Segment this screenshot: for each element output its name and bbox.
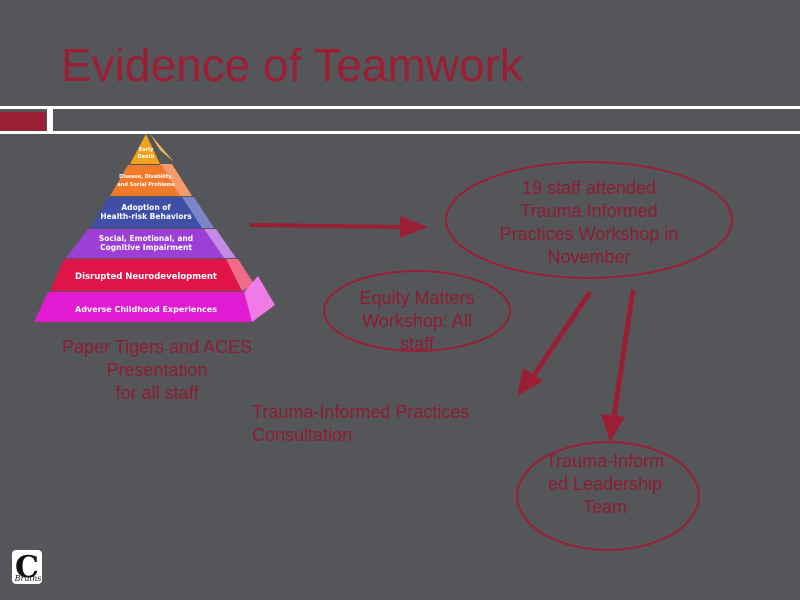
logo-letter: C	[15, 550, 39, 585]
pyramid-label-2a: Disease, Disability,	[119, 174, 173, 180]
leadership-line-1: Trauma-Inform	[545, 451, 665, 471]
pyramid-level-1	[130, 134, 160, 164]
pyramid-label-4b: Cognitive Impairment	[100, 243, 192, 252]
equity-line-2: Workshop: All	[362, 311, 472, 331]
paper-tigers-line-1: Paper Tigers and ACES	[61, 337, 253, 357]
paper-tigers-label: Paper Tigers and ACES Presentation for a…	[42, 336, 272, 405]
arrow-to-workshop	[249, 216, 428, 238]
pyramid-label-4a: Social, Emotional, and	[99, 234, 193, 243]
pyramid-side-6	[244, 276, 275, 322]
workshop-label: 19 staff attended Trauma Informed Practi…	[470, 177, 708, 269]
pyramid-side-2	[160, 164, 192, 196]
pyramid-label-3b: Health-risk Behaviors	[100, 212, 192, 221]
pyramid-level-2	[110, 165, 180, 196]
divider-accent-block	[0, 112, 46, 132]
paper-tigers-line-2: Presentation	[106, 360, 208, 380]
oval-leadership	[516, 441, 700, 551]
consultation-line-1: Trauma-Informed Practices	[252, 402, 470, 422]
consultation-line-2: Consultation	[252, 425, 353, 445]
equity-label: Equity Matters Workshop: All staff	[337, 287, 497, 356]
aces-pyramid: Early Death Disease, Disability, and Soc…	[34, 134, 275, 322]
pyramid-side-5	[226, 259, 254, 291]
pyramid-level-6	[34, 292, 252, 322]
pyramid-side-3	[182, 197, 214, 228]
pyramid-level-5	[50, 259, 242, 291]
divider-line-top	[0, 106, 800, 109]
workshop-line-1: 19 staff attended	[522, 178, 656, 198]
pyramid-side-1	[150, 134, 174, 162]
pyramid-side-4	[204, 229, 236, 258]
arrow-to-leadership	[601, 289, 636, 442]
pyramid-label-5: Disrupted Neurodevelopment	[75, 272, 217, 282]
divider-line-bottom	[0, 131, 800, 134]
divider-gap	[47, 109, 53, 131]
workshop-line-3: Practices Workshop in	[499, 224, 679, 244]
pyramid-label-1a: Early	[139, 147, 154, 153]
slide-title: Evidence of Teamwork	[61, 39, 523, 91]
arrow-to-consultation	[517, 290, 593, 396]
leadership-label: Trauma-Inform ed Leadership Team	[530, 450, 680, 519]
consultation-label: Trauma-Informed Practices Consultation	[252, 401, 512, 447]
logo-script: Bruins	[14, 574, 42, 583]
bruins-logo: C Bruins	[12, 550, 42, 585]
workshop-line-2: Trauma Informed	[520, 201, 658, 221]
workshop-line-4: November	[547, 247, 631, 267]
leadership-line-2: ed Leadership	[547, 474, 663, 494]
pyramid-label-1b: Death	[138, 154, 155, 160]
logo-badge	[12, 550, 42, 584]
equity-line-1: Equity Matters	[359, 288, 475, 308]
pyramid-level-4	[66, 229, 224, 258]
oval-workshop	[445, 161, 733, 279]
pyramid-label-3a: Adoption of	[121, 203, 171, 212]
paper-tigers-line-3: for all staff	[115, 383, 199, 403]
pyramid-label-6: Adverse Childhood Experiences	[75, 305, 217, 314]
leadership-line-3: Team	[582, 497, 627, 517]
pyramid-level-3	[90, 197, 202, 228]
pyramid-label-2b: and Social Problems	[117, 182, 174, 188]
oval-equity	[323, 270, 511, 352]
equity-line-3: staff	[400, 334, 434, 354]
